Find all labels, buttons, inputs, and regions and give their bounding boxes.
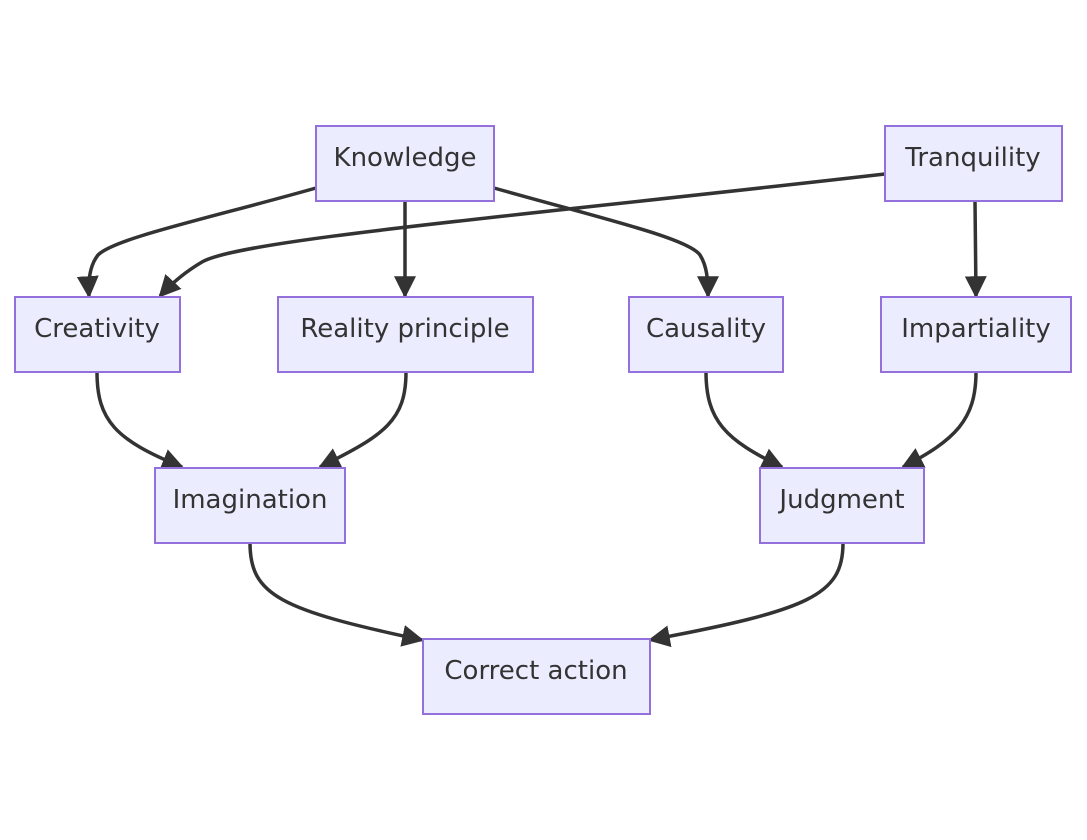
node-imagination: Imagination [154,467,346,544]
node-impartiality: Impartiality [880,296,1072,373]
node-label-tranquility: Tranquility [904,143,1040,173]
edge-reality-principle-to-imagination [318,371,408,469]
edge-impartiality-to-judgment [901,371,978,469]
edge-imagination-to-correct-action [248,542,425,647]
node-creativity: Creativity [14,296,181,373]
edge-tranquility-to-creativity [158,172,886,298]
edge-tranquility-to-impartiality [964,200,987,299]
node-correct-action: Correct action [422,638,651,715]
edge-knowledge-to-creativity [76,186,317,299]
node-label-reality-principle: Reality principle [300,314,509,344]
edge-creativity-to-imagination [95,371,185,470]
node-label-impartiality: Impartiality [901,314,1051,344]
edge-causality-to-judgment [704,371,784,469]
edge-knowledge-to-causality [493,186,719,299]
node-label-imagination: Imagination [173,485,328,515]
node-label-correct-action: Correct action [444,656,627,686]
node-judgment: Judgment [759,467,925,544]
node-label-causality: Causality [646,314,766,344]
node-reality-principle: Reality principle [277,296,534,373]
node-knowledge: Knowledge [315,125,495,202]
node-label-judgment: Judgment [777,485,904,515]
edge-judgment-to-correct-action [647,542,845,648]
node-tranquility: Tranquility [884,125,1063,202]
node-causality: Causality [628,296,784,373]
edges [76,172,987,648]
node-label-knowledge: Knowledge [334,143,477,173]
node-label-creativity: Creativity [34,314,160,344]
